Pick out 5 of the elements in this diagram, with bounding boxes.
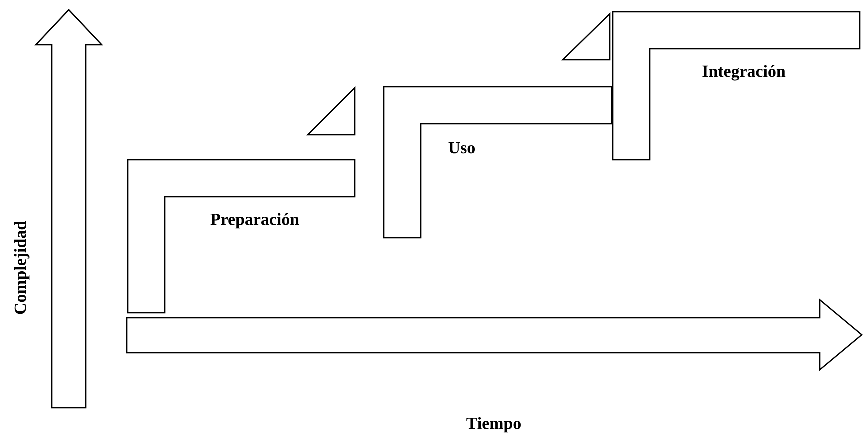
step-block: Uso xyxy=(383,86,613,239)
step-block: Preparación xyxy=(127,159,356,314)
step-block: Integración xyxy=(612,11,861,161)
axis-label: Tiempo xyxy=(466,417,521,433)
axis-label: Complejidad xyxy=(14,221,30,314)
